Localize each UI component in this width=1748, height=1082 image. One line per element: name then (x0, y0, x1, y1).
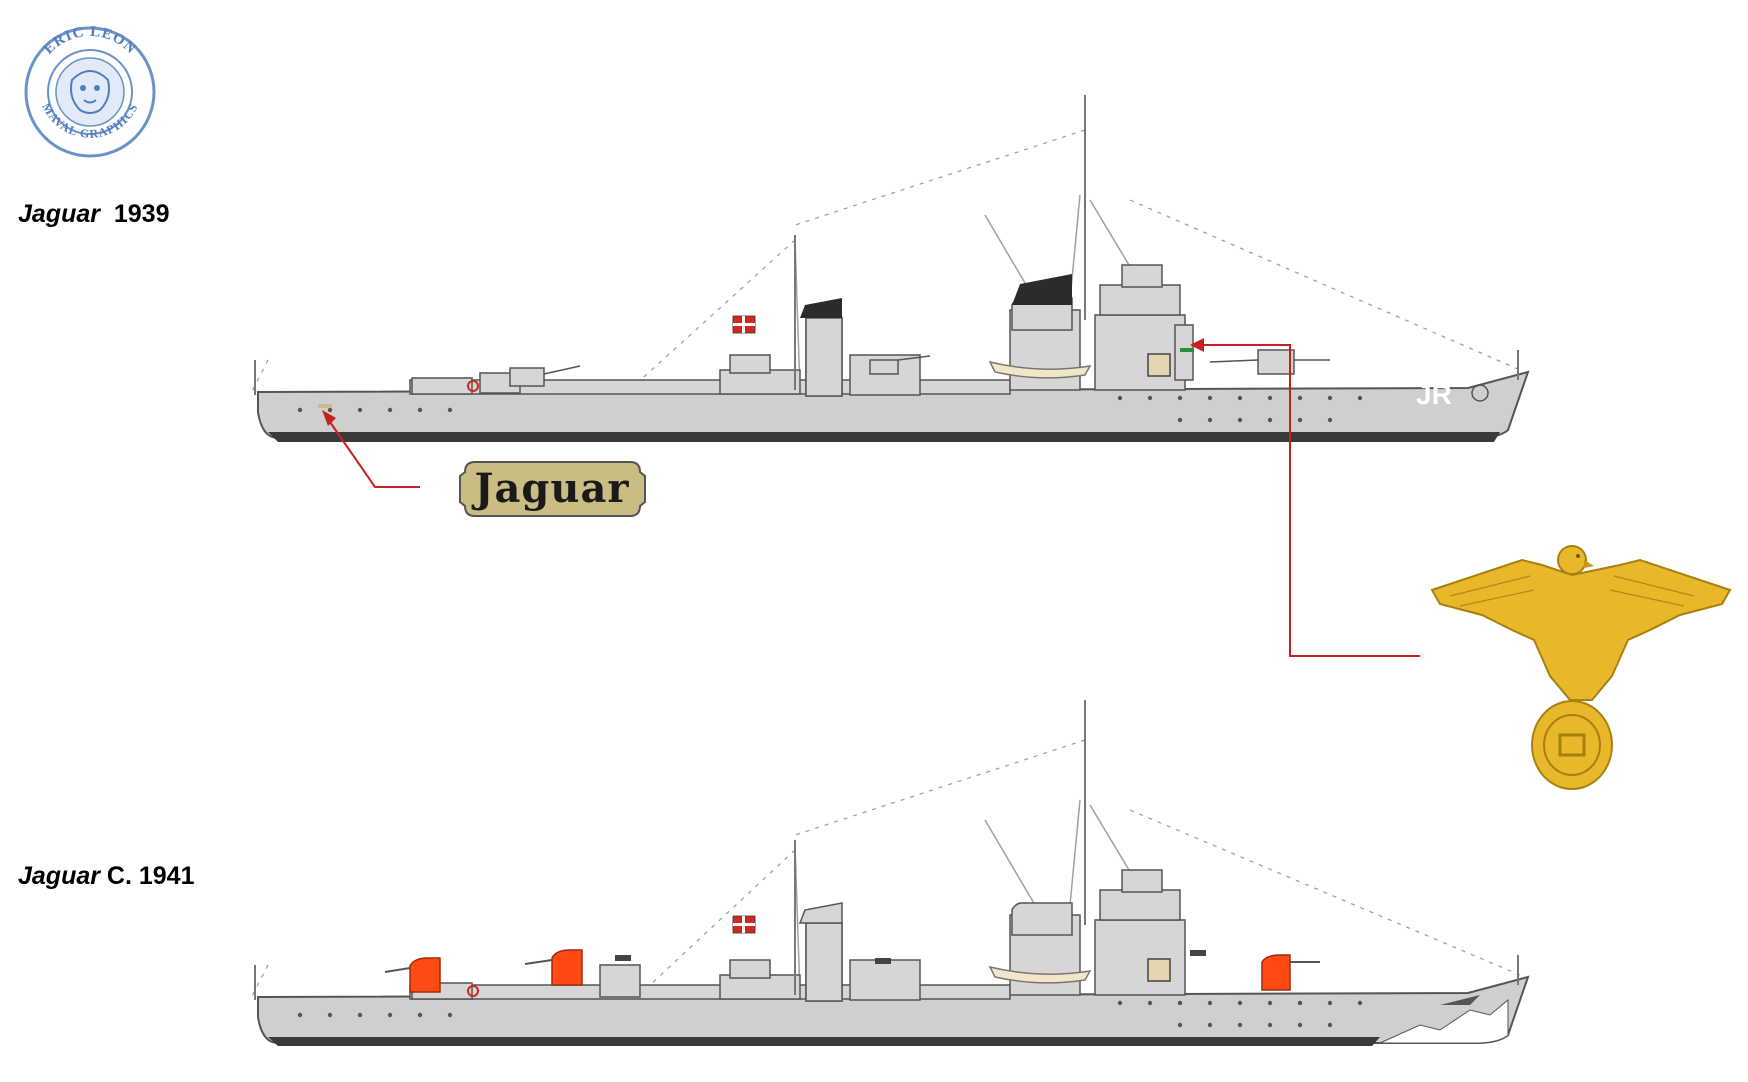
gun-shields-1941 (409, 949, 1291, 993)
ensign-flag-1939 (732, 315, 756, 334)
callout-lines (329, 344, 1420, 657)
rigging-lines-1939 (249, 129, 1521, 396)
funnel-fore-1939 (1011, 274, 1073, 331)
ammo-crate-1939 (1147, 353, 1171, 377)
nameplate-text: Jaguar (472, 465, 630, 512)
stern-nameplate-marker (318, 404, 332, 408)
ship-profile-1939: JR (249, 95, 1530, 442)
caption-1941-suffix: C. 1941 (99, 862, 195, 890)
portholes-1939 (297, 395, 1363, 423)
caption-1941: Jaguar C. 1941 (18, 862, 195, 891)
masts-1939 (254, 95, 1519, 395)
gun-barrels-1941 (384, 959, 1320, 973)
caption-1939-ship: Jaguar (18, 200, 100, 228)
anchor-emblem-1939 (1471, 384, 1489, 402)
guns-1939 (509, 349, 1330, 387)
bridge-eagle-marker (1180, 348, 1194, 352)
rigging-lines-1941 (249, 739, 1521, 1001)
callout-arrowhead-nameplate (322, 410, 336, 426)
callout-arrowhead-eagle (1190, 338, 1204, 352)
bow-camouflage-dark-1941 (1440, 995, 1480, 1005)
bow-camouflage-1941 (1379, 998, 1509, 1044)
boot-topping-1941 (268, 1037, 1380, 1046)
boot-topping-1939 (268, 432, 1500, 442)
nameplate-callout: Jaguar (459, 461, 646, 517)
flak-guns-1941 (615, 950, 1206, 964)
caption-1939: Jaguar 1939 (18, 200, 170, 229)
portholes-1941 (297, 1000, 1363, 1028)
funnel-aft-1941 (798, 902, 843, 1002)
lifeboat-1939 (988, 360, 1092, 379)
masts-1941 (254, 700, 1519, 1000)
life-ring-1941 (467, 985, 479, 997)
superstructure-1941 (409, 869, 1186, 1002)
funnel-fore-1941 (1011, 902, 1073, 936)
maker-stamp-logo: ERIC LEON MAVAL GRAPHICS (24, 24, 156, 158)
ship-profile-1941 (249, 700, 1530, 1046)
life-ring-1939 (467, 380, 479, 392)
caption-1939-suffix: 1939 (99, 200, 170, 228)
ammo-crate-1941 (1147, 958, 1171, 982)
funnel-aft-1939 (800, 298, 843, 397)
eagle-emblem-callout (1430, 545, 1732, 790)
hull-code-label: JR (1416, 379, 1452, 410)
ensign-flag-1941 (732, 915, 756, 934)
caption-1941-ship: Jaguar (18, 862, 100, 890)
lifeboat-1941 (988, 965, 1092, 984)
